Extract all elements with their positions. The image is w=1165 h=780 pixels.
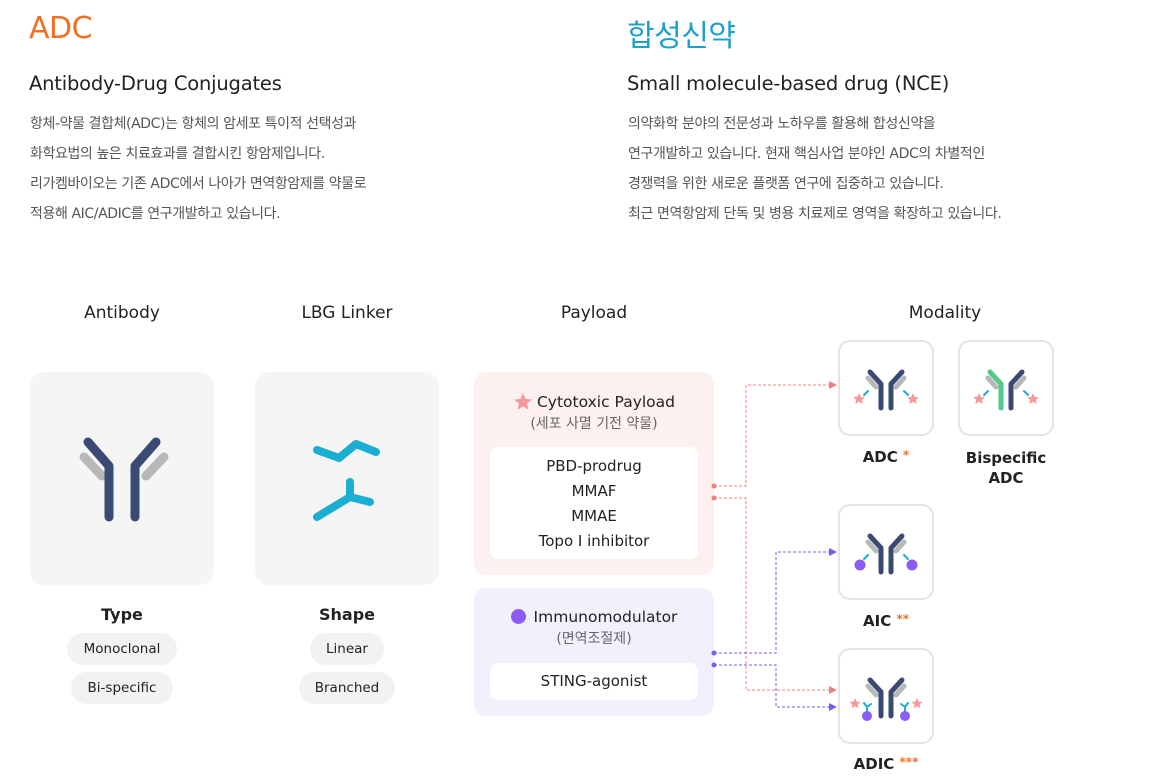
modality-label-bispecific: Bispecific ADC: [946, 448, 1066, 488]
cytotoxic-item: MMAE: [571, 507, 617, 525]
nce-description: 의약화학 분야의 전문성과 노하우를 활용해 합성신약을 연구개발하고 있습니다…: [628, 109, 1002, 229]
modality-card-aic: [838, 504, 934, 600]
cytotoxic-item: MMAF: [571, 482, 617, 500]
aic-asterisk: **: [896, 612, 909, 626]
modality-label-adic: ADIC ***: [826, 755, 946, 773]
connector-immuno-to-adic: [714, 664, 837, 711]
adc-desc-line: 화학요법의 높은 치료효과를 결합시킨 항암제입니다.: [30, 146, 325, 162]
modality-label-aic: AIC **: [826, 612, 946, 630]
adc-description: 항체-약물 결합체(ADC)는 항체의 암세포 특이적 선택성과 화학요법의 높…: [30, 109, 367, 229]
nce-title: 합성신약: [627, 19, 736, 54]
cytotoxic-item: Topo I inhibitor: [538, 532, 650, 550]
cytotoxic-item: PBD-prodrug: [546, 457, 642, 475]
connector-cytotoxic-to-adc: [714, 381, 837, 487]
adc-desc-line: 적용해 AIC/ADIC를 연구개발하고 있습니다.: [30, 206, 281, 222]
immuno-title: Immunomodulator: [533, 608, 678, 626]
aic-label-text: AIC: [863, 612, 892, 630]
cytotoxic-subtitle: (세포 사멸 기전 약물): [530, 416, 658, 432]
modality-card-bispecific: [958, 340, 1054, 436]
linker-option-linear: Linear: [310, 633, 384, 665]
adc-title: ADC: [29, 11, 93, 46]
nce-desc-line: 의약화학 분야의 전문성과 노하우를 활용해 합성신약을: [628, 116, 936, 132]
antibody-card: [30, 372, 214, 585]
purple-dot-icon: [510, 609, 526, 624]
adc-antibody-icon: [853, 369, 919, 411]
adc-desc-line: 항체-약물 결합체(ADC)는 항체의 암세포 특이적 선택성과: [30, 116, 357, 132]
immuno-item: STING-agonist: [540, 672, 648, 690]
adic-antibody-icon: [849, 677, 923, 721]
immuno-heading: Immunomodulator: [474, 608, 714, 626]
connector-cytotoxic-to-adic: [714, 497, 837, 694]
adc-label-text: ADC: [862, 448, 898, 466]
linker-card: [255, 372, 439, 585]
modality-card-adc: [838, 340, 934, 436]
modality-label-adc: ADC *: [826, 448, 946, 466]
nce-desc-line: 경쟁력을 위한 새로운 플랫폼 연구에 집중하고 있습니다.: [628, 176, 944, 192]
adic-asterisk: ***: [899, 755, 919, 769]
linker-shape-label: Shape: [318, 605, 375, 624]
nce-desc-line: 최근 면역항암제 단독 및 병용 치료제로 영역을 확장하고 있습니다.: [628, 206, 1002, 222]
cytotoxic-heading: Cytotoxic Payload: [474, 392, 714, 411]
modality-card-adic: [838, 648, 934, 744]
immunomodulator-box: Immunomodulator (면역조절제) STING-agonist: [474, 588, 714, 716]
immuno-subtitle: (면역조절제): [556, 631, 632, 647]
bispecific-label-line2: ADC: [988, 469, 1024, 487]
adc-asterisk: *: [903, 448, 910, 462]
cytotoxic-list: PBD-prodrug MMAF MMAE Topo I inhibitor: [490, 447, 698, 559]
antibody-type-label: Type: [101, 605, 143, 624]
nce-desc-line: 연구개발하고 있습니다. 현재 핵심사업 분야인 ADC의 차별적인: [628, 146, 985, 162]
adic-label-text: ADIC: [853, 755, 895, 773]
linker-option-branched: Branched: [299, 672, 395, 704]
column-header-antibody: Antibody: [84, 303, 160, 323]
bispecific-antibody-icon: [973, 369, 1039, 411]
antibody-icon: [79, 437, 169, 522]
linker-icon: [313, 440, 380, 521]
aic-antibody-icon: [854, 533, 918, 575]
column-header-payload: Payload: [560, 303, 628, 323]
connector-immuno-to-aic: [714, 548, 837, 654]
adc-subtitle: Antibody-Drug Conjugates: [29, 72, 282, 95]
antibody-option-monoclonal: Monoclonal: [67, 633, 177, 665]
connector-start-dots: [711, 483, 717, 668]
cytotoxic-title: Cytotoxic Payload: [536, 393, 676, 411]
nce-subtitle: Small molecule-based drug (NCE): [627, 72, 950, 95]
column-header-linker: LBG Linker: [301, 303, 393, 323]
cytotoxic-payload-box: Cytotoxic Payload (세포 사멸 기전 약물) PBD-prod…: [474, 372, 714, 575]
antibody-option-bispecific: Bi-specific: [71, 672, 173, 704]
bispecific-label-line1: Bispecific: [965, 449, 1047, 467]
immuno-list: STING-agonist: [490, 663, 698, 700]
column-header-modality: Modality: [908, 303, 982, 323]
star-icon: [513, 393, 532, 410]
adc-desc-line: 리가켐바이오는 기존 ADC에서 나아가 면역항암제를 약물로: [30, 176, 367, 192]
